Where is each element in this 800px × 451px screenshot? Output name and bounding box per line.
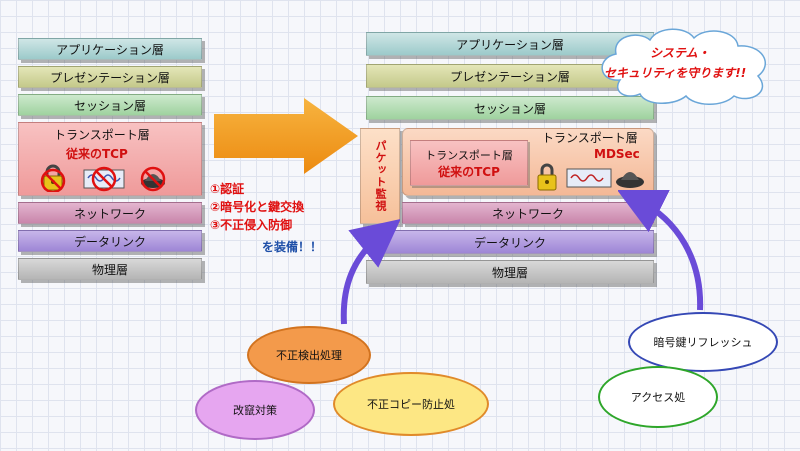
feature-authentication: ①認証 xyxy=(210,182,245,196)
bubble-copy-label: 不正コピー防止処 xyxy=(367,398,455,411)
lock-icon xyxy=(40,164,66,192)
purple-arrow-right xyxy=(618,190,704,311)
left-session-layer: セッション層 xyxy=(18,94,202,116)
cloud-text-line1: システム・ xyxy=(650,46,710,60)
packet-monitor-label: パケット監視 xyxy=(374,140,387,212)
security-cloud xyxy=(601,28,767,105)
right-presentation-label: プレゼンテーション層 xyxy=(450,69,570,84)
left-session-label: セッション層 xyxy=(73,98,146,113)
left-network-label: ネットワーク xyxy=(73,206,146,221)
right-datalink-layer: データリンク xyxy=(366,230,654,254)
cloud-text-line2: セキュリティを守ります!! xyxy=(604,66,747,80)
packet-monitor-box: パケット監視 xyxy=(360,128,400,224)
bubble-key-refresh-label: 暗号鍵リフレッシュ xyxy=(653,336,753,349)
right-network-label: ネットワーク xyxy=(491,206,564,221)
left-application-layer: アプリケーション層 xyxy=(18,38,202,60)
left-presentation-label: プレゼンテーション層 xyxy=(50,70,170,85)
left-transport-title: トランスポート層 xyxy=(54,128,150,142)
right-network-layer: ネットワーク xyxy=(402,202,654,224)
bubble-access-label: アクセス処 xyxy=(630,391,686,404)
right-transport-title: トランスポート層 xyxy=(542,131,638,145)
feature-equipped-text: を装備！！ xyxy=(262,240,323,254)
left-datalink-label: データリンク xyxy=(73,234,146,249)
right-session-label: セッション層 xyxy=(473,101,546,116)
purple-arrow-left xyxy=(340,218,400,325)
left-physical-label: 物理層 xyxy=(91,262,128,277)
left-presentation-layer: プレゼンテーション層 xyxy=(18,66,202,88)
mdsec-label: MDSec xyxy=(594,147,640,161)
inner-transport-title: トランスポート層 xyxy=(425,148,513,162)
right-physical-label: 物理層 xyxy=(491,265,528,280)
bubble-key-refresh: 暗号鍵リフレッシュ xyxy=(628,312,778,372)
bubble-intrusion-label: 不正検出処理 xyxy=(276,349,342,362)
right-application-layer: アプリケーション層 xyxy=(366,32,654,56)
left-transport-tcp: 従来のTCP xyxy=(66,147,128,161)
right-physical-layer: 物理層 xyxy=(366,260,654,284)
spy-icon xyxy=(616,172,644,188)
feature-encryption: ②暗号化と鍵交換 xyxy=(210,200,305,214)
bubble-tamper-protection: 改竄対策 xyxy=(195,380,315,440)
spy-icon xyxy=(140,166,166,192)
legacy-tcp-box: トランスポート層 従来のTCP xyxy=(410,140,528,186)
right-session-layer: セッション層 xyxy=(366,96,654,120)
bubble-tamper-label: 改竄対策 xyxy=(233,404,277,417)
right-application-label: アプリケーション層 xyxy=(456,37,564,52)
right-datalink-label: データリンク xyxy=(473,235,546,250)
certificate-icon xyxy=(566,168,612,188)
left-physical-layer: 物理層 xyxy=(18,258,202,280)
feature-intrusion-prevention: ③不正侵入防御 xyxy=(210,218,293,232)
certificate-icon xyxy=(83,166,125,192)
transition-arrow xyxy=(214,98,358,174)
bubble-intrusion-detection: 不正検出処理 xyxy=(247,326,371,384)
left-datalink-layer: データリンク xyxy=(18,230,202,252)
left-network-layer: ネットワーク xyxy=(18,202,202,224)
bubble-copy-prevention: 不正コピー防止処 xyxy=(333,372,489,436)
left-application-label: アプリケーション層 xyxy=(56,42,164,57)
lock-icon xyxy=(537,163,557,191)
bubble-access-processing: アクセス処 xyxy=(598,366,718,428)
inner-transport-tcp: 従来のTCP xyxy=(438,164,500,179)
